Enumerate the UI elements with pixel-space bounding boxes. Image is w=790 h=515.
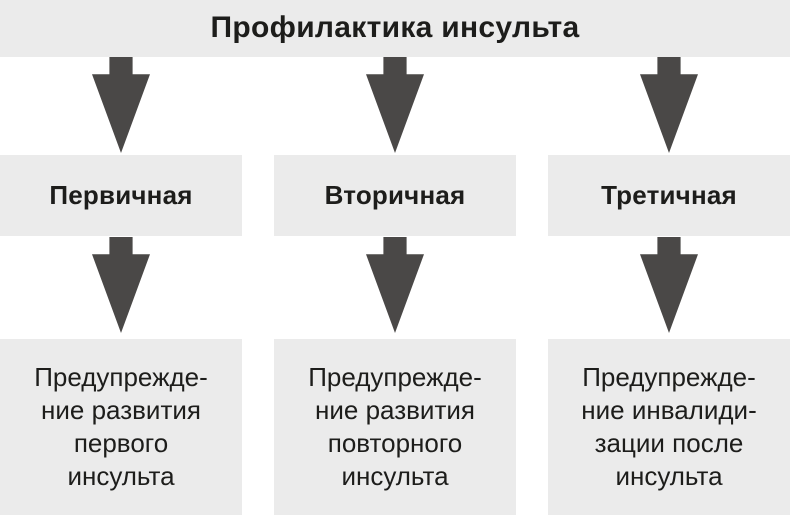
category-box-secondary: Вторичная [274, 155, 516, 236]
down-arrow-icon [366, 57, 424, 153]
category-box-primary: Первичная [0, 155, 242, 236]
column-tertiary: Третичная Предупрежде- ние инвалиди- зац… [548, 57, 790, 515]
description-text: Предупрежде- ние развития повторного инс… [308, 362, 482, 491]
description-text: Предупрежде- ние инвалиди- зации после и… [581, 362, 757, 491]
category-label: Первичная [49, 180, 193, 210]
down-arrow-icon [92, 57, 150, 153]
down-arrow-icon [640, 237, 698, 333]
diagram-title-box: Профилактика инсульта [0, 0, 790, 57]
column-primary: Первичная Предупрежде- ние развития перв… [0, 57, 242, 515]
category-label: Вторичная [324, 180, 466, 210]
description-box-tertiary: Предупрежде- ние инвалиди- зации после и… [548, 339, 790, 515]
diagram-columns: Первичная Предупрежде- ние развития перв… [0, 57, 790, 515]
description-box-primary: Предупрежде- ние развития первого инсуль… [0, 339, 242, 515]
description-box-secondary: Предупрежде- ние развития повторного инс… [274, 339, 516, 515]
category-label: Третичная [601, 180, 737, 210]
diagram-title: Профилактика инсульта [210, 10, 580, 44]
category-box-tertiary: Третичная [548, 155, 790, 236]
description-text: Предупрежде- ние развития первого инсуль… [34, 362, 208, 491]
down-arrow-icon [366, 237, 424, 333]
column-secondary: Вторичная Предупрежде- ние развития повт… [274, 57, 516, 515]
down-arrow-icon [92, 237, 150, 333]
down-arrow-icon [640, 57, 698, 153]
